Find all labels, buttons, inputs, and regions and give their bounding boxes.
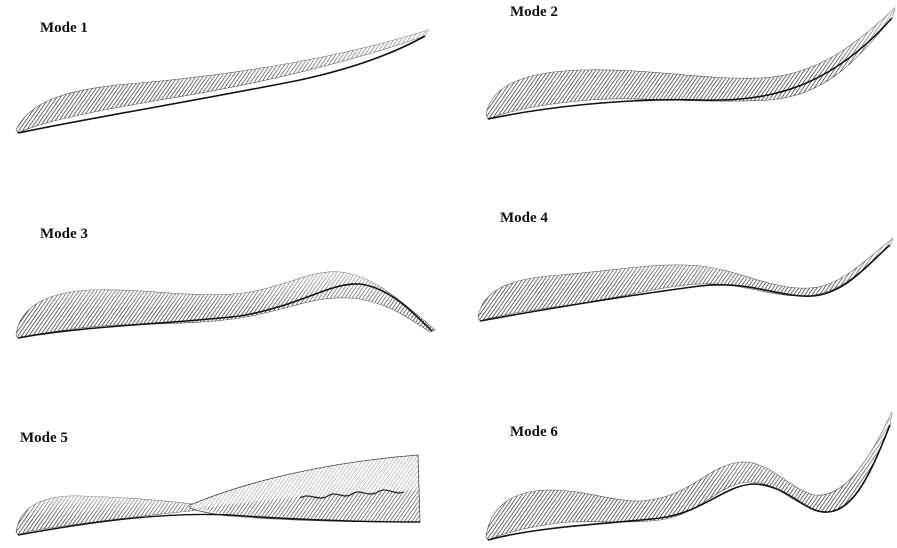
mode-2-shape	[486, 8, 895, 119]
mode-5-shape	[16, 455, 420, 535]
mode-1-label: Mode 1	[40, 20, 88, 37]
mode-2-label: Mode 2	[510, 4, 558, 21]
mode-1-shape	[16, 30, 428, 133]
mode-3-shape	[16, 272, 435, 338]
mode-5-label: Mode 5	[20, 430, 68, 447]
mode-4-label: Mode 4	[500, 210, 548, 227]
mode-3-label: Mode 3	[40, 226, 88, 243]
mode-6-label: Mode 6	[510, 424, 558, 441]
mode-4-shape	[478, 238, 893, 321]
